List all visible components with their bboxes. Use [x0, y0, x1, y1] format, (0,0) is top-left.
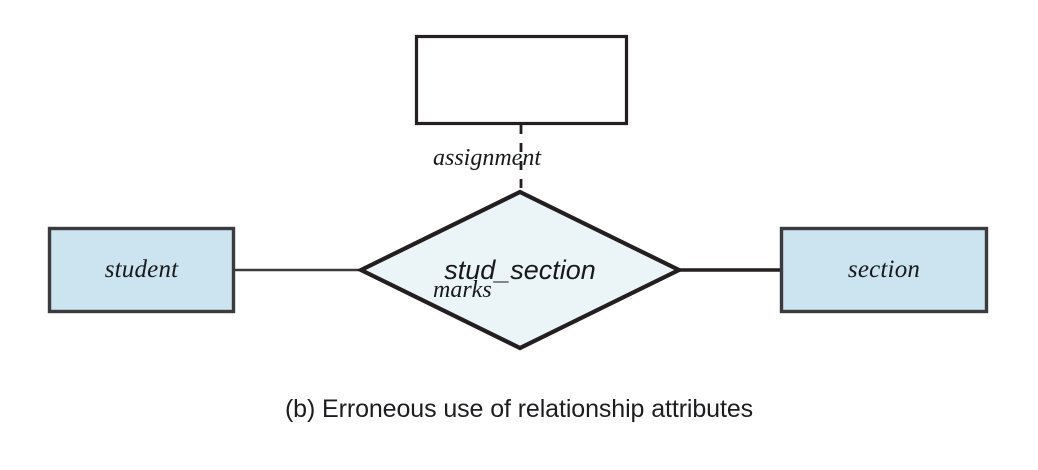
relationship-diamond-stud-section: [356, 189, 684, 351]
figure-caption: (b) Erroneous use of relationship attrib…: [284, 395, 754, 423]
entity-box-student: [47, 226, 236, 314]
entity-box-section: [779, 226, 989, 314]
attribute-box-assignment-marks: [414, 34, 629, 126]
